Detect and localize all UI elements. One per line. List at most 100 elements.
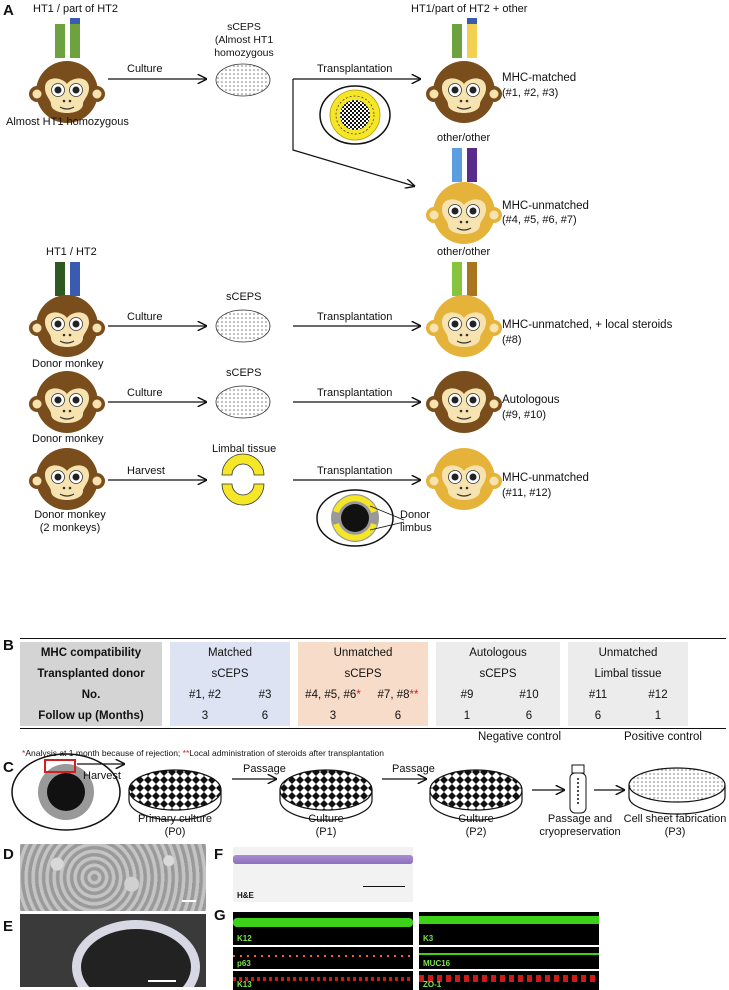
culture-dish-p0 — [128, 769, 222, 821]
if-k13 — [233, 971, 413, 990]
group-donor: Limbal tissue — [568, 663, 688, 684]
donor-monkey-icon — [28, 370, 106, 434]
no-cell: #7, #8** — [368, 684, 428, 705]
group-donor: sCEPS — [298, 663, 428, 684]
transplant-arrow-2 — [292, 79, 414, 186]
no-cell: #12 — [628, 684, 688, 705]
if-k3 — [419, 912, 599, 945]
panel-letter: F — [214, 846, 224, 863]
no-cell: #11 — [568, 684, 628, 705]
recipient-monkey-icon — [425, 294, 503, 358]
he-micrograph — [233, 847, 413, 902]
step-caption: Culture (P1) — [308, 813, 344, 838]
recipient-ids: (#4, #5, #6, #7) — [502, 214, 577, 226]
haplotype-label: HT1/part of HT2 + other — [411, 3, 528, 15]
recipient-label: MHC-matched — [502, 72, 577, 84]
haplotype-bar — [467, 18, 477, 24]
stain-label: H&E — [237, 891, 254, 900]
sceps-label: sCEPS — [226, 367, 262, 379]
scale-bar — [182, 900, 196, 902]
group-compat: Unmatched — [568, 642, 688, 663]
row-header: No. — [20, 684, 162, 705]
step-caption: Culture (P2) — [458, 813, 494, 838]
row-header: Transplanted donor — [20, 663, 162, 684]
recipient-ids: (#11, #12) — [502, 487, 552, 499]
step-caption: Cell sheet fabrication (P3) — [623, 813, 727, 838]
group-compat: Autologous — [436, 642, 560, 663]
table-rule — [20, 728, 726, 729]
table-footnote: *Analysis at 1 month because of rejectio… — [22, 748, 384, 758]
culture-dish-p1 — [279, 769, 373, 821]
stain-label: p63 — [237, 959, 251, 968]
panel-letter: E — [3, 918, 14, 935]
step-caption: Passage and cryopreservation — [539, 813, 621, 838]
recipient-label: MHC-unmatched — [502, 472, 589, 484]
step-label: Harvest — [83, 770, 121, 782]
step-label: Transplantation — [317, 311, 393, 323]
table-row: No. #1, #2 #3 #4, #5, #6* #7, #8** #9 #1… — [20, 684, 688, 705]
step-label: Transplantation — [317, 387, 393, 399]
donor-caption: Almost HT1 homozygous — [6, 116, 129, 128]
haplotype-bar — [467, 148, 477, 182]
panel-letter: B — [3, 637, 14, 654]
if-k12 — [233, 912, 413, 945]
group-compat: Unmatched — [298, 642, 428, 663]
months-cell: 6 — [240, 705, 290, 726]
recipient-ids: (#1, #2, #3) — [502, 87, 559, 99]
step-label: Culture — [127, 63, 163, 75]
stain-label: K13 — [237, 980, 252, 989]
haplotype-bar — [55, 262, 65, 296]
step-label: Culture — [127, 311, 163, 323]
panel-letter: A — [3, 2, 14, 19]
cornea-harvest-icon — [11, 753, 121, 831]
row-header: Follow up (Months) — [20, 705, 162, 726]
months-cell: 3 — [298, 705, 368, 726]
haplotype-label: HT1 / part of HT2 — [33, 3, 118, 15]
step-label: Passage — [243, 763, 286, 775]
haplotype-bar — [467, 262, 477, 296]
panel-letter: C — [3, 759, 14, 776]
recipient-ids: (#9, #10) — [502, 409, 547, 421]
cell-sheet-photo — [20, 914, 206, 987]
no-cell: #10 — [498, 684, 560, 705]
sceps-dish-icon — [215, 309, 271, 343]
stain-label: MUC16 — [423, 959, 451, 968]
step-caption: Primary culture (P0) — [138, 813, 212, 838]
haplotype-bar — [452, 24, 462, 58]
months-cell: 1 — [436, 705, 498, 726]
phase-contrast-micrograph — [20, 844, 206, 911]
panel-letter: G — [214, 907, 226, 924]
table-rule — [20, 638, 726, 639]
donor-caption: Donor monkey — [32, 358, 104, 370]
haplotype-bar — [70, 18, 80, 24]
scale-bar — [148, 980, 176, 982]
haplotype-bar — [452, 262, 462, 296]
table-row: Follow up (Months) 3 6 3 6 1 6 6 1 — [20, 705, 688, 726]
sceps-label: sCEPS — [226, 291, 262, 303]
recipient-monkey-icon — [425, 447, 503, 511]
haplotype-bar — [70, 24, 80, 58]
table-row: MHC compatibility Matched Unmatched Auto… — [20, 642, 688, 663]
panel-letter: D — [3, 846, 14, 863]
sceps-dish-icon — [215, 63, 271, 97]
months-cell: 1 — [628, 705, 688, 726]
stain-label: ZO-1 — [423, 980, 442, 989]
step-label: Passage — [392, 763, 435, 775]
if-p63 — [233, 947, 413, 969]
months-cell: 3 — [170, 705, 240, 726]
positive-control-label: Positive control — [624, 731, 702, 743]
haplotype-label: other/other — [437, 246, 491, 258]
haplotype-label: HT1 / HT2 — [46, 246, 97, 258]
no-cell: #1, #2 — [170, 684, 240, 705]
haplotype-bar — [55, 24, 65, 58]
donor-caption: Donor monkey — [32, 433, 104, 445]
recipient-monkey-icon — [425, 181, 503, 245]
step-label: Culture — [127, 387, 163, 399]
months-cell: 6 — [368, 705, 428, 726]
limbal-tissue-icon — [221, 453, 265, 506]
scale-bar — [363, 886, 405, 887]
row-header: MHC compatibility — [20, 642, 162, 663]
sceps-label: sCEPS (Almost HT1 homozygous — [214, 21, 274, 59]
stain-label: K12 — [237, 934, 252, 943]
recipient-ids: (#8) — [502, 334, 522, 346]
